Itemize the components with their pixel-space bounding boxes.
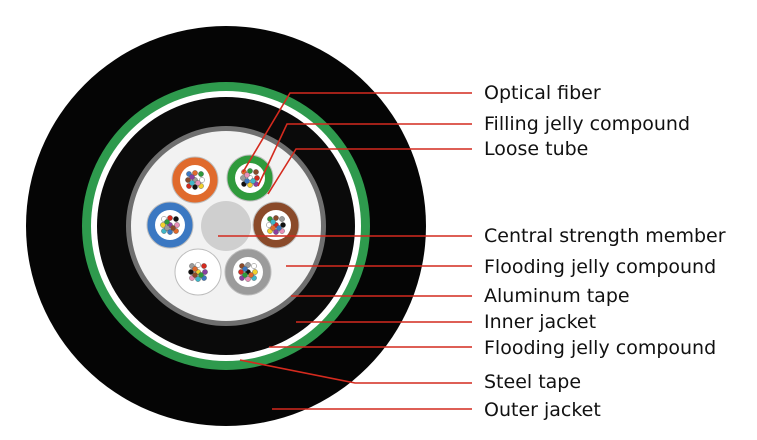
brown-loose-tube	[252, 201, 300, 249]
label-flooding-jelly-compound-outer: Flooding jelly compound	[484, 337, 716, 359]
optical-fiber	[185, 177, 191, 183]
optical-fiber	[245, 276, 251, 282]
optical-fiber	[164, 219, 170, 225]
optical-fiber	[245, 262, 251, 268]
leader-line-optical-fiber	[242, 92, 472, 173]
optical-fiber	[160, 222, 166, 228]
label-filling-jelly-compound: Filling jelly compound	[484, 113, 690, 135]
optical-fiber	[173, 216, 179, 222]
optical-fiber	[170, 225, 176, 231]
optical-fiber	[248, 272, 254, 278]
leader-lines	[218, 92, 472, 410]
optical-fiber	[244, 172, 250, 178]
label-outer-jacket: Outer jacket	[484, 399, 601, 421]
gray-loose-tube	[224, 248, 272, 296]
optical-fiber	[174, 222, 180, 228]
leader-line-steel-tape	[239, 359, 472, 384]
optical-fiber	[201, 263, 207, 269]
optical-fiber	[189, 180, 195, 186]
label-steel-tape: Steel tape	[484, 371, 581, 393]
optical-fiber	[244, 178, 250, 184]
orange-loose-tube	[171, 156, 219, 204]
optical-fiber	[202, 269, 208, 275]
optical-fiber	[189, 174, 195, 180]
optical-fiber	[276, 225, 282, 231]
optical-fiber	[247, 168, 253, 174]
label-flooding-jelly-compound-inner: Flooding jelly compound	[484, 256, 716, 278]
central-strength-member	[201, 201, 251, 251]
optical-fiber	[254, 175, 260, 181]
optical-fiber	[198, 171, 204, 177]
optical-fiber	[164, 225, 170, 231]
loose-tubes	[146, 154, 300, 296]
label-central-strength-member: Central strength member	[484, 225, 726, 247]
label-aluminum-tape: Aluminum tape	[484, 285, 630, 307]
optical-fiber	[266, 222, 272, 228]
optical-fiber	[198, 272, 204, 278]
optical-fiber	[250, 178, 256, 184]
labels: Optical fiber Filling jelly compound Loo…	[484, 82, 726, 421]
optical-fiber	[192, 272, 198, 278]
leader-line-filling-jelly-compound	[257, 123, 472, 187]
optical-fiber	[195, 262, 201, 268]
leader-line-loose-tube	[267, 148, 472, 195]
label-loose-tube: Loose tube	[484, 138, 588, 160]
optical-fiber	[247, 182, 253, 188]
optical-fiber	[195, 276, 201, 282]
optical-fiber	[279, 216, 285, 222]
optical-fiber	[240, 175, 246, 181]
white-loose-tube	[174, 248, 222, 296]
optical-fiber	[270, 225, 276, 231]
optical-fiber	[242, 272, 248, 278]
optical-fiber	[270, 219, 276, 225]
label-inner-jacket: Inner jacket	[484, 311, 596, 333]
green-loose-tube	[226, 154, 274, 202]
optical-fiber	[188, 269, 194, 275]
optical-fiber	[192, 170, 198, 176]
optical-fiber	[238, 269, 244, 275]
optical-fiber	[273, 229, 279, 235]
optical-fiber	[280, 222, 286, 228]
cable-cross-section	[26, 26, 426, 426]
label-optical-fiber: Optical fiber	[484, 82, 601, 104]
optical-fiber	[251, 263, 257, 269]
blue-loose-tube	[146, 201, 194, 249]
optical-fiber	[199, 177, 205, 183]
optical-fiber	[192, 266, 198, 272]
optical-fiber	[167, 229, 173, 235]
optical-fiber	[252, 269, 258, 275]
optical-fiber	[195, 180, 201, 186]
optical-fiber	[242, 266, 248, 272]
optical-fiber	[192, 184, 198, 190]
optical-fiber	[167, 215, 173, 221]
optical-fiber	[253, 169, 259, 175]
optical-fiber	[273, 215, 279, 221]
